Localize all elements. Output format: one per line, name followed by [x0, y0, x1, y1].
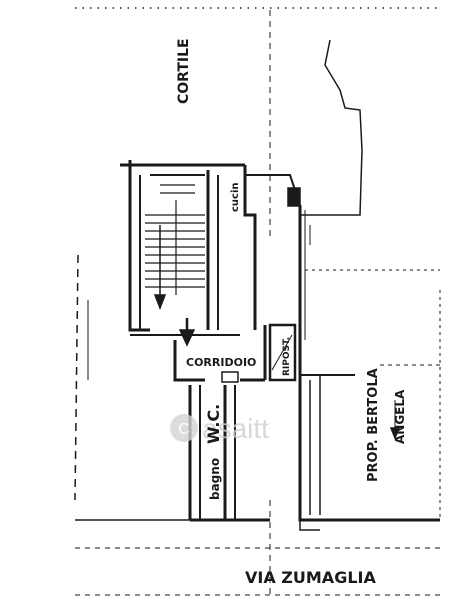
watermark-logo-icon: C — [178, 421, 190, 438]
label-ripostiglio: RIPOST. — [282, 337, 292, 376]
storage-room-walls — [268, 323, 297, 382]
label-via: VIA ZUMAGLIA — [245, 568, 376, 587]
label-corridoio: CORRIDOIO — [186, 356, 256, 369]
stair-wall-left — [128, 160, 150, 332]
neighbour-pointer-head — [389, 427, 401, 441]
watermark: C asaitt — [170, 413, 269, 444]
label-cucina: cucin — [230, 182, 241, 212]
door-jamb — [221, 371, 239, 383]
stair-arrow-head — [153, 294, 167, 311]
label-angela: ANGELA — [393, 389, 407, 444]
label-wc: W.C. — [204, 404, 223, 444]
label-proprieta: PROP. BERTOLA — [366, 368, 381, 482]
watermark-text: asaitt — [202, 413, 269, 444]
corridor-west-wall — [173, 340, 205, 382]
left-boundary — [74, 254, 79, 501]
label-bagno: bagno — [208, 458, 222, 500]
chimney-block — [287, 187, 301, 207]
facade-step — [299, 520, 320, 531]
stair-treads — [145, 184, 205, 295]
label-cortile: CORTILE — [176, 38, 192, 104]
storage-door-swing — [271, 334, 293, 371]
kitchen-east-wall — [243, 165, 257, 330]
courtyard-outline — [300, 39, 363, 216]
